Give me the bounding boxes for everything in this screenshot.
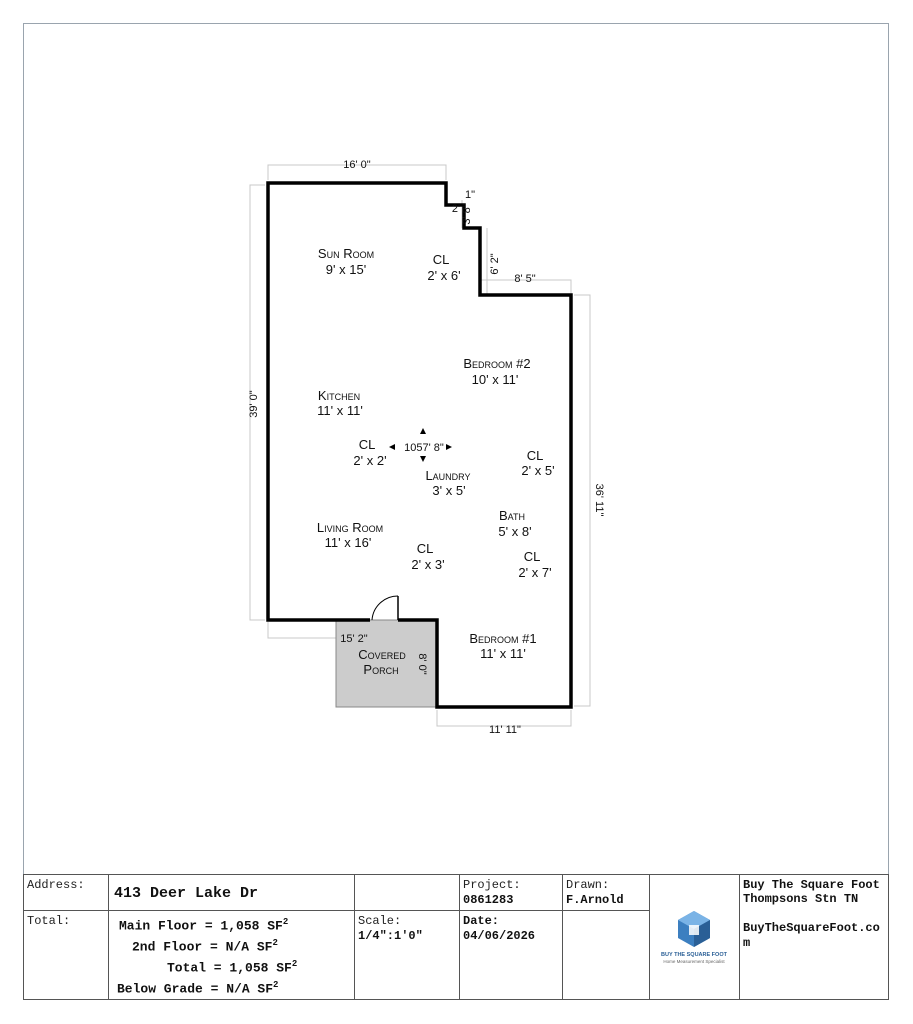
center-area-label: 1057' 8" bbox=[404, 442, 444, 454]
room-cl-bath-name: CL bbox=[524, 549, 541, 564]
scale-value: 1/4":1'0" bbox=[358, 929, 423, 943]
room-cl-right-name: CL bbox=[527, 448, 544, 463]
dim-notch-1: 2' bbox=[452, 203, 460, 215]
room-bath-name: Bath bbox=[499, 508, 525, 523]
second-floor-area: 2nd Floor = N/A SF2 bbox=[132, 938, 278, 955]
project-value: 0861283 bbox=[463, 893, 514, 907]
room-cl-kitchen-name: CL bbox=[359, 437, 376, 452]
drawn-cell: Drawn: F.Arnold bbox=[562, 874, 650, 911]
room-cl-top-size: 2' x 6' bbox=[427, 268, 460, 283]
room-bedroom1-size: 11' x 11' bbox=[480, 646, 526, 661]
address-cell: 413 Deer Lake Dr bbox=[108, 874, 355, 911]
room-porch-name-2: Porch bbox=[363, 662, 398, 677]
arrow-right-icon bbox=[446, 444, 452, 450]
covered-porch-area bbox=[335, 619, 438, 708]
blank-cell bbox=[354, 874, 460, 911]
room-cl-living-size: 2' x 3' bbox=[411, 557, 444, 572]
room-living-room-size: 11' x 16' bbox=[325, 535, 372, 550]
total-label-cell: Total: bbox=[23, 910, 109, 1000]
room-bath-size: 5' x 8' bbox=[498, 524, 531, 539]
arrow-down-icon bbox=[420, 456, 426, 462]
area-summary-cell: Main Floor = 1,058 SF2 2nd Floor = N/A S… bbox=[108, 910, 355, 1000]
dim-top: 16' 0" bbox=[343, 159, 371, 171]
dim-left: 39' 0" bbox=[248, 390, 260, 418]
room-kitchen-size: 11' x 11' bbox=[317, 403, 363, 418]
logo-subtitle: Home Measurement Specialist bbox=[663, 959, 725, 964]
room-laundry-name: Laundry bbox=[425, 468, 470, 483]
floor-plan: 16' 0" 39' 0" 2' 3' 8" 1" 6' 2" 8' 5" 36… bbox=[248, 159, 605, 736]
room-sun-room-name: Sun Room bbox=[318, 246, 374, 261]
address-value: 413 Deer Lake Dr bbox=[114, 885, 259, 902]
arrow-left-icon bbox=[389, 444, 395, 450]
room-kitchen-name: Kitchen bbox=[318, 388, 360, 403]
room-bedroom1-name: Bedroom #1 bbox=[469, 631, 536, 646]
exterior-walls bbox=[266, 181, 573, 709]
scale-cell: Scale: 1/4":1'0" bbox=[354, 910, 460, 1000]
room-cl-kitchen-size: 2' x 2' bbox=[353, 453, 386, 468]
company-cell: Buy The Square Foot Thompsons Stn TN Buy… bbox=[739, 874, 889, 1000]
room-cl-bath-size: 2' x 7' bbox=[518, 565, 551, 580]
room-laundry-size: 3' x 5' bbox=[432, 483, 465, 498]
below-grade-area: Below Grade = N/A SF2 bbox=[117, 980, 279, 997]
arrow-up-icon bbox=[420, 428, 426, 434]
room-bedroom2-name: Bedroom #2 bbox=[463, 356, 530, 371]
address-label-cell: Address: bbox=[23, 874, 109, 911]
drawn-label: Drawn: bbox=[566, 878, 610, 892]
project-cell: Project: 0861283 bbox=[459, 874, 563, 911]
room-cl-right-size: 2' x 5' bbox=[521, 463, 554, 478]
center-marker: 1057' 8" bbox=[389, 428, 452, 462]
dim-step: 8' 5" bbox=[514, 273, 535, 285]
room-cl-living-name: CL bbox=[417, 541, 434, 556]
dim-right: 36' 11" bbox=[593, 484, 605, 517]
total-label: Total: bbox=[27, 914, 71, 928]
total-area: Total = 1,058 SF2 bbox=[167, 959, 298, 976]
dim-notch-2: 3' 8" bbox=[461, 203, 473, 224]
dimension-lines bbox=[249, 164, 591, 727]
logo-cell: BUY THE SQUARE FOOT Home Measurement Spe… bbox=[649, 874, 740, 1000]
room-cl-top-name: CL bbox=[433, 252, 450, 267]
date-label: Date: bbox=[463, 914, 500, 928]
room-sun-room-size: 9' x 15' bbox=[326, 262, 366, 277]
company-name: Buy The Square Foot bbox=[743, 878, 880, 892]
scale-label: Scale: bbox=[358, 914, 402, 928]
logo-title: BUY THE SQUARE FOOT bbox=[661, 952, 728, 958]
main-floor-area: Main Floor = 1,058 SF2 bbox=[119, 917, 289, 934]
blank-cell-2 bbox=[562, 910, 650, 1000]
dim-porch-width: 15' 2" bbox=[340, 633, 368, 645]
address-label: Address: bbox=[27, 878, 85, 892]
company-location: Thompsons Stn TN bbox=[743, 892, 859, 906]
dim-porch-depth: 8' 0" bbox=[416, 653, 428, 674]
company-url-1: BuyTheSquareFoot.co bbox=[743, 921, 880, 935]
room-porch-name-1: Covered bbox=[358, 647, 406, 662]
dim-bottom: 11' 11" bbox=[489, 724, 521, 736]
date-value: 04/06/2026 bbox=[463, 929, 536, 943]
company-logo: BUY THE SQUARE FOOT Home Measurement Spe… bbox=[661, 911, 728, 964]
entry-door bbox=[371, 595, 399, 621]
dim-notch-3: 1" bbox=[465, 189, 475, 201]
drawn-value: F.Arnold bbox=[566, 893, 624, 907]
room-bedroom2-size: 10' x 11' bbox=[472, 372, 519, 387]
project-label: Project: bbox=[463, 878, 521, 892]
title-block: Address: 413 Deer Lake Dr Project: 08612… bbox=[23, 874, 889, 1000]
dim-closet-depth: 6' 2" bbox=[489, 253, 501, 274]
company-url-2: m bbox=[743, 936, 751, 950]
room-living-room-name: Living Room bbox=[317, 520, 383, 535]
date-cell: Date: 04/06/2026 bbox=[459, 910, 563, 1000]
